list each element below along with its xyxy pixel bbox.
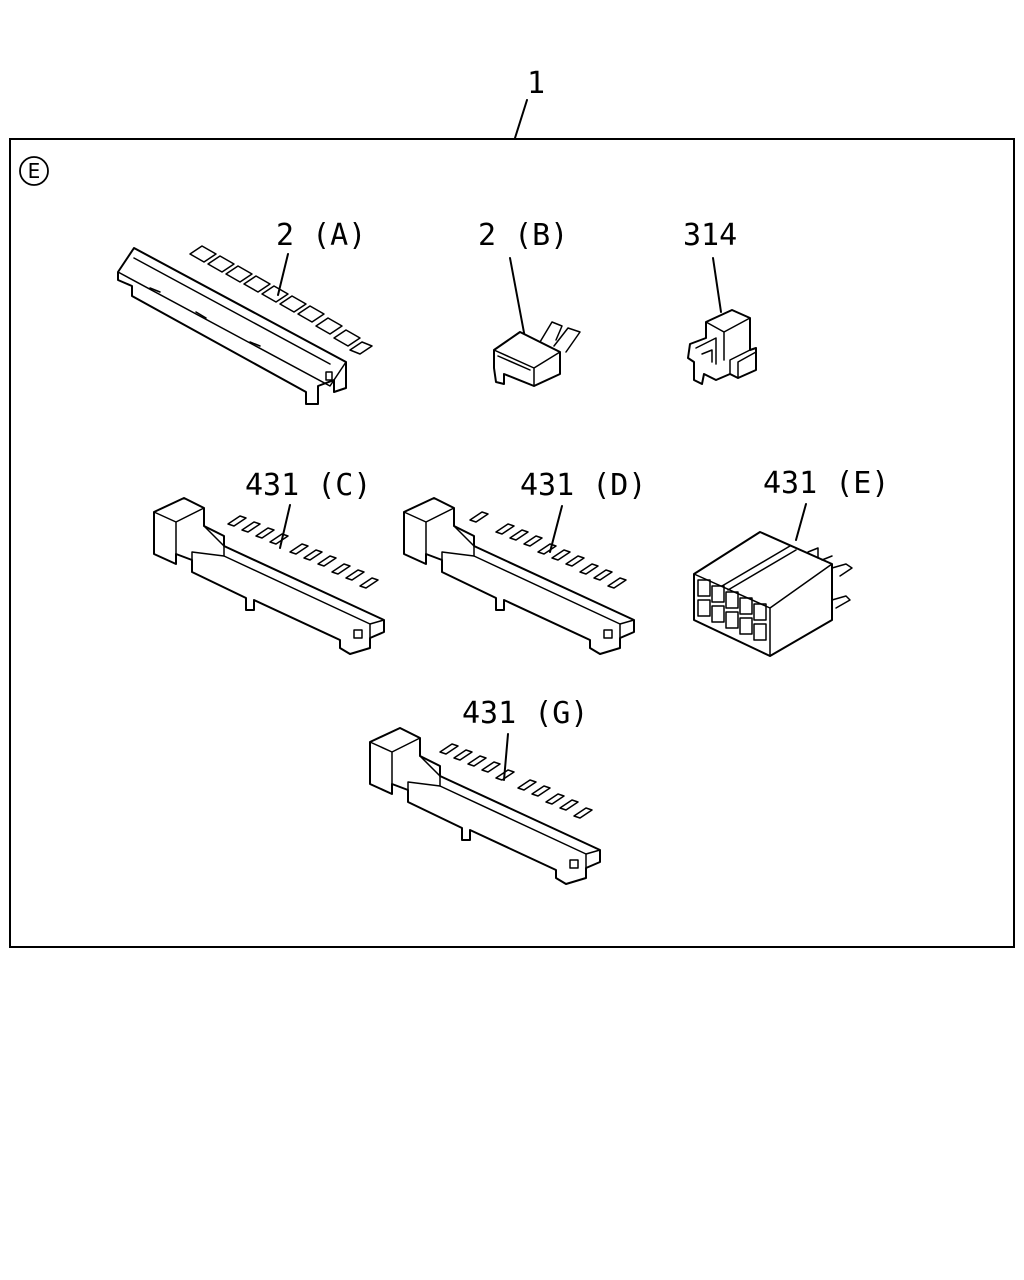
part-431g-drawing [369,727,601,885]
part-431c-leader [279,504,291,549]
assembly-frame [9,138,1015,948]
part-314-drawing [687,309,757,385]
part-2b-callout: 2 (B) [478,218,568,253]
part-431e-leader [795,503,807,541]
part-431d-drawing [403,497,635,655]
part-2b: 2 (B) [478,218,581,387]
part-431c-drawing [153,497,385,655]
part-431e: 431 (E) [693,466,889,657]
view-marker: E [19,156,49,186]
part-2a-drawing [117,245,373,405]
part-2a-leader [277,253,289,296]
part-314-callout: 314 [683,218,737,253]
part-2b-leader [509,257,526,339]
part-431d: 431 (D) [403,468,646,655]
assembly-callout-label: 1 [527,66,545,101]
part-431g: 431 (G) [369,696,601,885]
part-2a-callout: 2 (A) [276,218,366,253]
view-marker-label: E [28,159,41,183]
part-431g-callout: 431 (G) [462,696,588,731]
part-314: 314 [683,218,757,385]
part-2b-drawing [493,321,581,387]
part-431c: 431 (C) [153,468,385,655]
view-marker-circle [19,156,49,186]
part-431d-callout: 431 (D) [520,468,646,503]
assembly-leader-line [514,99,528,139]
part-431c-callout: 431 (C) [245,468,371,503]
part-431e-callout: 431 (E) [763,466,889,501]
part-431e-drawing [693,531,853,657]
part-2a: 2 (A) [117,218,373,405]
part-314-leader [712,257,722,313]
